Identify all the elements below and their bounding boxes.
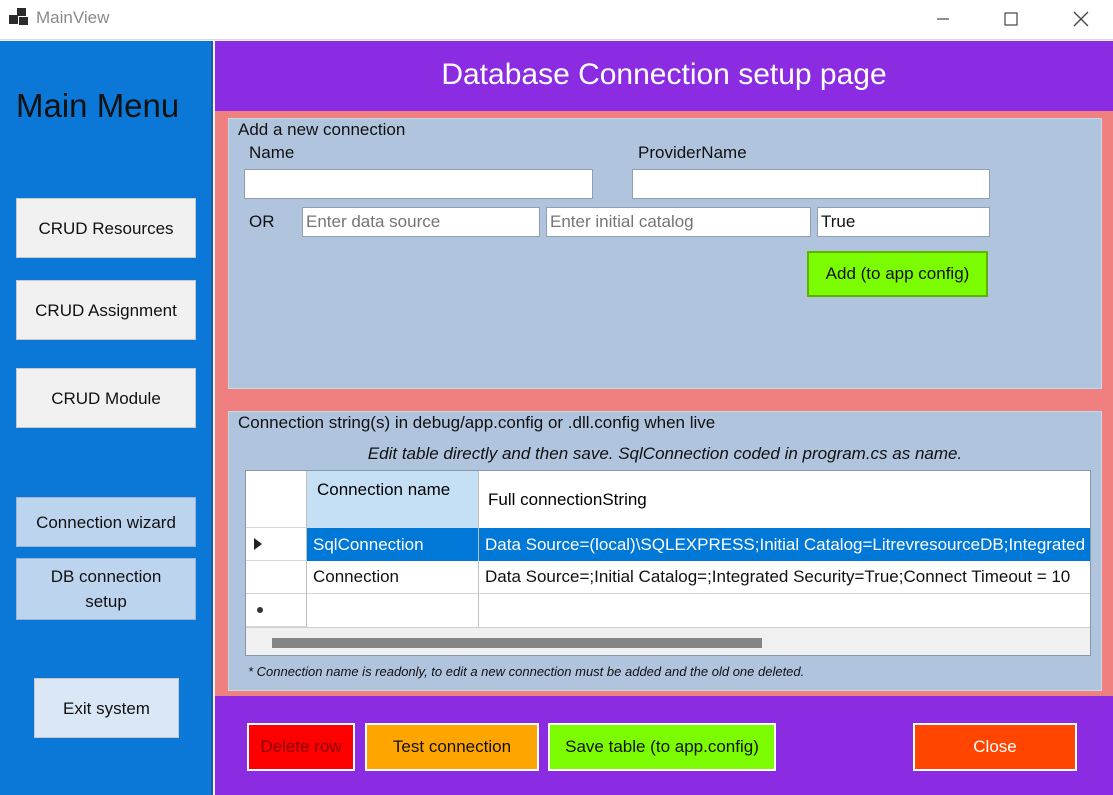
- add-to-app-config-button[interactable]: Add (to app config): [807, 251, 988, 297]
- data-source-input[interactable]: [302, 207, 540, 237]
- delete-row-button[interactable]: Delete row: [247, 723, 355, 771]
- column-header-full-connectionstring[interactable]: Full connectionString: [479, 471, 1090, 528]
- page-header: Database Connection setup page: [215, 41, 1113, 111]
- scrollbar-thumb[interactable]: [272, 638, 762, 648]
- crud-module-button[interactable]: CRUD Module: [16, 368, 196, 428]
- db-connection-setup-button[interactable]: DB connection setup: [16, 558, 196, 620]
- readonly-note: * Connection name is readonly, to edit a…: [248, 664, 805, 679]
- or-label: OR: [249, 212, 275, 231]
- table-row-1-connection-string[interactable]: Data Source=(local)\SQLEXPRESS;Initial C…: [479, 528, 1090, 561]
- connections-grid[interactable]: Connection name Full connectionString Sq…: [245, 470, 1091, 656]
- row-header-2[interactable]: [246, 561, 307, 594]
- current-row-arrow-icon: [254, 538, 262, 550]
- new-row-asterisk-icon: [257, 607, 263, 613]
- save-table-button[interactable]: Save table (to app.config): [548, 723, 776, 771]
- column-header-connection-name[interactable]: Connection name: [307, 471, 479, 528]
- name-input[interactable]: [244, 169, 593, 199]
- provider-name-label: ProviderName: [638, 143, 747, 162]
- add-connection-legend: Add a new connection: [238, 120, 406, 139]
- window-title: MainView: [36, 8, 110, 27]
- close-window-button[interactable]: [1058, 0, 1104, 38]
- row-header-new[interactable]: [246, 594, 307, 627]
- page-title: Database Connection setup page: [441, 58, 887, 91]
- name-label: Name: [249, 143, 295, 162]
- app-icon: [9, 8, 29, 26]
- new-row-name-cell[interactable]: [307, 594, 479, 627]
- connection-wizard-button[interactable]: Connection wizard: [16, 497, 196, 547]
- connection-strings-legend: Connection string(s) in debug/app.config…: [238, 413, 716, 432]
- close-button[interactable]: Close: [913, 723, 1077, 771]
- maximize-icon: [1004, 12, 1018, 26]
- crud-assignment-button[interactable]: CRUD Assignment: [16, 280, 196, 340]
- close-icon: [1073, 11, 1089, 27]
- minimize-icon: [937, 18, 949, 20]
- crud-resources-button[interactable]: CRUD Resources: [16, 198, 196, 258]
- row-header-selected[interactable]: [246, 528, 307, 561]
- title-bar: MainView: [0, 0, 1113, 40]
- horizontal-scrollbar[interactable]: [246, 627, 1090, 655]
- initial-catalog-input[interactable]: [546, 207, 811, 237]
- edit-instructions: Edit table directly and then save. SqlCo…: [367, 444, 963, 463]
- provider-name-input[interactable]: [632, 169, 990, 199]
- maximize-button[interactable]: [988, 0, 1034, 38]
- table-row-2-connection-string[interactable]: Data Source=;Initial Catalog=;Integrated…: [479, 561, 1090, 594]
- header-row-corner: [246, 471, 307, 528]
- table-row-1-name[interactable]: SqlConnection: [307, 528, 479, 561]
- exit-system-button[interactable]: Exit system: [34, 678, 179, 738]
- table-row-2-name[interactable]: Connection: [307, 561, 479, 594]
- test-connection-button[interactable]: Test connection: [365, 723, 539, 771]
- integrated-security-input[interactable]: [817, 207, 990, 237]
- new-row-connection-string-cell[interactable]: [479, 594, 1090, 627]
- minimize-button[interactable]: [920, 0, 966, 38]
- main-menu-title: Main Menu: [16, 87, 180, 124]
